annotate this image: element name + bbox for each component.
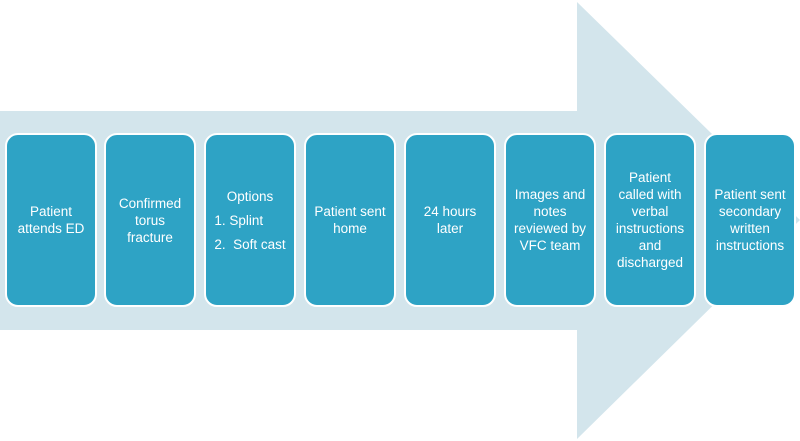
options-heading: Options: [226, 188, 274, 204]
step-label: Patient called with verbal instructions …: [615, 170, 685, 270]
step-patient-sent-home: Patient sent home: [304, 133, 396, 307]
step-label: Patient sent secondary written instructi…: [714, 187, 786, 253]
step-patient-attends-ed: Patient attends ED: [5, 133, 97, 307]
step-images-reviewed: Images and notes reviewed by VFC team: [504, 133, 596, 307]
step-options: Options 1. Splint 2. Soft cast: [204, 133, 296, 307]
step-confirmed-torus-fracture: Confirmed torus fracture: [104, 133, 196, 307]
option-soft-cast: 2. Soft cast: [214, 236, 286, 252]
step-written-instructions: Patient sent secondary written instructi…: [704, 133, 796, 307]
step-24-hours-later: 24 hours later: [404, 133, 496, 307]
step-label: Patient sent home: [314, 204, 386, 236]
step-patient-called: Patient called with verbal instructions …: [604, 133, 696, 307]
options-list: 1. Splint 2. Soft cast: [214, 212, 285, 253]
step-label: Patient attends ED: [17, 204, 85, 236]
option-splint: 1. Splint: [214, 212, 264, 228]
step-label: Images and notes reviewed by VFC team: [513, 187, 587, 253]
step-label: Confirmed torus fracture: [118, 195, 182, 245]
step-label: 24 hours later: [423, 204, 477, 236]
